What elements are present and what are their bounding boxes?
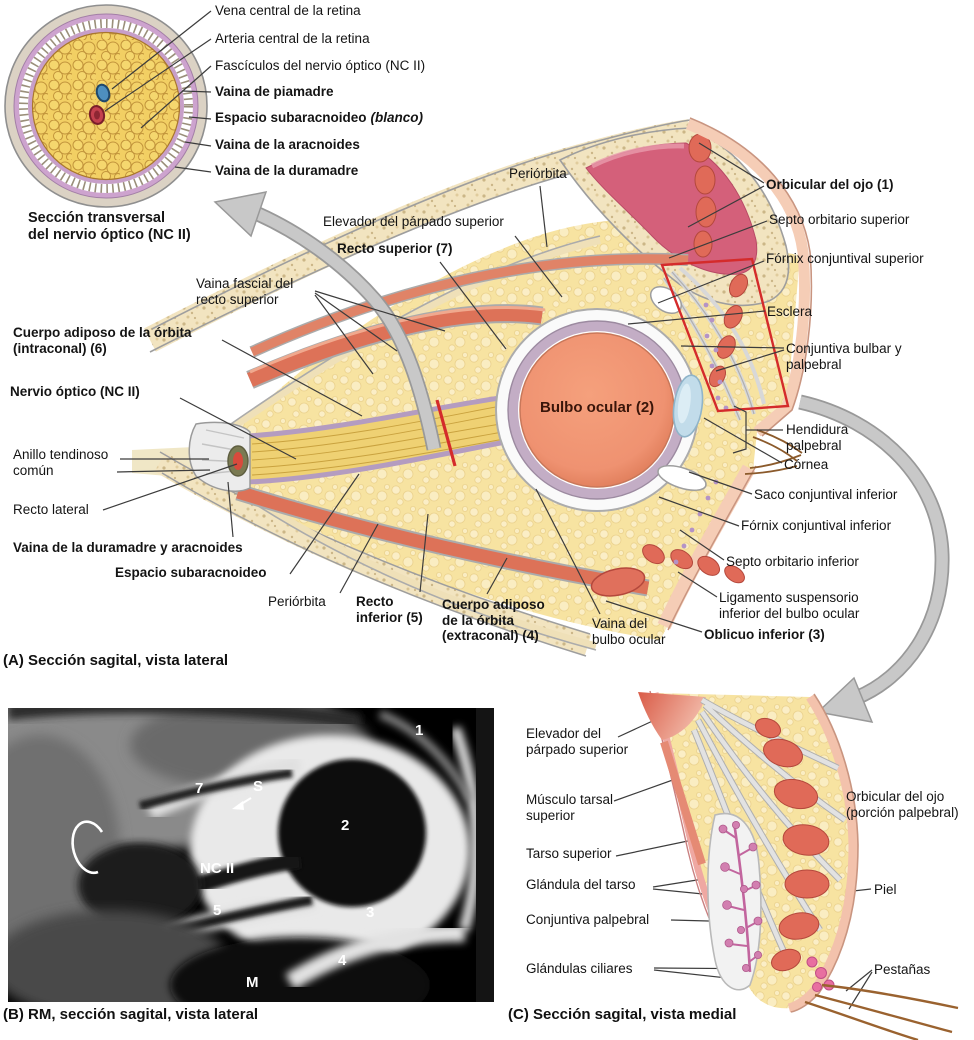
mri-c-annotation [71, 820, 104, 875]
label-intraconal-fat: Cuerpo adiposo de la órbita (intraconal)… [13, 325, 192, 356]
label-dura-arachnoid-sheath: Vaina de la duramadre y aracnoides [13, 540, 243, 555]
mri-marker-3: 3 [366, 904, 375, 921]
label-inferior-conjunctival-sac: Saco conjuntival inferior [754, 487, 898, 502]
inferior-oblique-muscle [590, 567, 646, 597]
mri-marker-s: S [253, 778, 264, 795]
label-inferior-rectus: Recto inferior (5) [356, 594, 423, 625]
panelC-illustration [638, 690, 959, 1040]
label-superior-conjunctival-fornix: Fórnix conjuntival superior [766, 251, 924, 266]
orbicularis-palpebral-blobs [754, 717, 830, 972]
mri-marker-2: 2 [341, 817, 350, 834]
mri-marker-7: 7 [195, 780, 204, 797]
panelA-illustration [132, 117, 813, 657]
label-levator-palpebrae-c: Elevador del párpado superior [526, 726, 629, 757]
arrow-to-inset [213, 191, 442, 451]
label-palpebral-fissure: Hendidura palpebral [786, 422, 849, 453]
label-sclera: Esclera [767, 304, 813, 319]
tarsal-plate [707, 812, 762, 991]
section-plane-line [435, 399, 457, 467]
mri-marker-m: M [246, 974, 259, 991]
upper-eyelid [649, 133, 766, 421]
label-superior-rectus: Recto superior (7) [337, 241, 453, 256]
label-subarachnoid-suffix: (blanco) [370, 110, 424, 125]
label-fascial-sheath-superior-rectus: Vaina fascial del recto superior [196, 276, 294, 307]
label-cornea: Córnea [784, 457, 829, 472]
label-bulbar-palpebral-conjunctiva: Conjuntiva bulbar y palpebral [786, 341, 902, 372]
label-inferior-orbital-septum: Septo orbitario inferior [726, 554, 859, 569]
eyelashes [744, 429, 803, 475]
label-superior-orbital-septum: Septo orbitario superior [769, 212, 910, 227]
mri-marker-ncii: NC II [200, 860, 235, 877]
label-ciliary-glands: Glándulas ciliares [526, 961, 633, 976]
label-palpebral-conjunctiva: Conjuntiva palpebral [526, 912, 650, 927]
label-periorbita-inferior: Periórbita [268, 594, 326, 609]
eyelashes-c [804, 983, 959, 1040]
label-pia-sheath: Vaina de piamadre [215, 84, 334, 99]
label-optic-nerve: Nervio óptico (NC II) [10, 384, 140, 399]
mri-s-arrow [232, 797, 252, 810]
mri-marker-4: 4 [338, 952, 347, 969]
label-common-tendinous-ring: Anillo tendinoso común [13, 447, 109, 478]
optic-nerve-cross-section [4, 4, 208, 208]
label-orbicularis-oculi: Orbicular del ojo (1) [766, 177, 894, 192]
label-skin: Piel [874, 882, 897, 897]
inset-caption: Sección transversal del nervio óptico (N… [28, 210, 191, 243]
label-subarachnoid-text: Espacio subaracnoideo [215, 110, 367, 125]
label-central-retinal-artery: Arteria central de la retina [215, 31, 370, 46]
label-superior-tarsus: Tarso superior [526, 846, 612, 861]
detail-box [660, 257, 790, 413]
central-retinal-vein [95, 83, 111, 103]
inferior-sac-pocket [657, 464, 707, 492]
tarsal-gland [718, 821, 763, 973]
label-tarsal-gland: Glándula del tarso [526, 877, 636, 892]
lower-eyelid [642, 464, 757, 631]
label-arachnoid-sheath: Vaina de la aracnoides [215, 137, 360, 152]
label-periorbita-superior: Periórbita [509, 166, 567, 181]
mri-marker-5: 5 [213, 902, 222, 919]
label-subarachnoid-space: Espacio subaracnoideo [115, 565, 267, 580]
label-orbicularis-palpebral-portion: Orbicular del ojo (porción palpebral) [846, 789, 959, 820]
label-dura-sheath: Vaina de la duramadre [215, 163, 359, 178]
label-suspensory-ligament: Ligamento suspensorio inferior del bulbo… [719, 590, 860, 621]
arrow-to-panelC [798, 394, 950, 723]
label-inferior-conjunctival-fornix: Fórnix conjuntival inferior [741, 518, 892, 533]
panelB-caption: (B) RM, sección sagital, vista lateral [3, 1006, 259, 1023]
panelC-caption: (C) Sección sagital, vista medial [508, 1006, 737, 1023]
label-lateral-rectus: Recto lateral [13, 502, 89, 517]
label-subarachnoid-space-inset: Espacio subaracnoideo(blanco) [215, 110, 423, 126]
label-extraconal-fat: Cuerpo adiposo de la órbita (extraconal)… [442, 597, 545, 644]
mri-image [8, 708, 494, 1002]
label-optic-nerve-fascicles: Fascículos del nervio óptico (NC II) [215, 58, 426, 73]
label-levator-palpebrae: Elevador del párpado superior [323, 214, 504, 229]
label-inferior-oblique: Oblicuo inferior (3) [704, 627, 825, 642]
mri-marker-1: 1 [415, 722, 424, 739]
label-superior-tarsal-muscle: Músculo tarsal superior [526, 792, 614, 823]
label-central-retinal-vein: Vena central de la retina [215, 3, 361, 18]
label-bulbar-sheath: Vaina del bulbo ocular [592, 616, 666, 647]
panelA-caption: (A) Sección sagital, vista lateral [3, 652, 229, 669]
label-eyelashes: Pestañas [874, 962, 931, 977]
label-eyeball: Bulbo ocular (2) [540, 399, 655, 416]
